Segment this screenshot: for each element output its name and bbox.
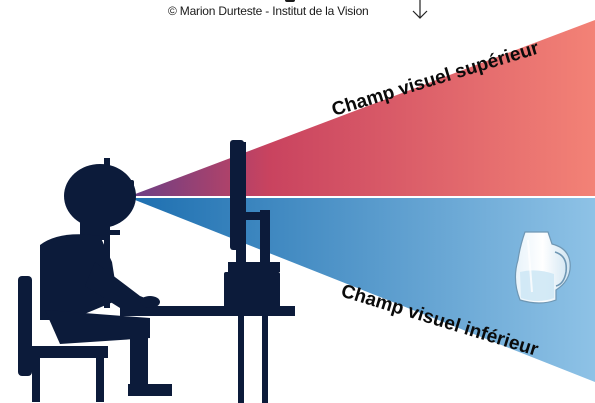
chin-rest [100, 158, 134, 308]
computer-monitor-icon [224, 140, 280, 308]
seated-person-silhouette [18, 164, 172, 402]
clipped-text-fragment [285, 0, 295, 2]
water-pitcher-icon [514, 231, 571, 304]
lower-visual-field [130, 198, 595, 382]
arrow-down-icon [412, 0, 428, 19]
photo-credit: © Marion Durteste - Institut de la Visio… [168, 4, 369, 18]
upper-visual-field [130, 20, 595, 196]
desk [120, 306, 295, 403]
